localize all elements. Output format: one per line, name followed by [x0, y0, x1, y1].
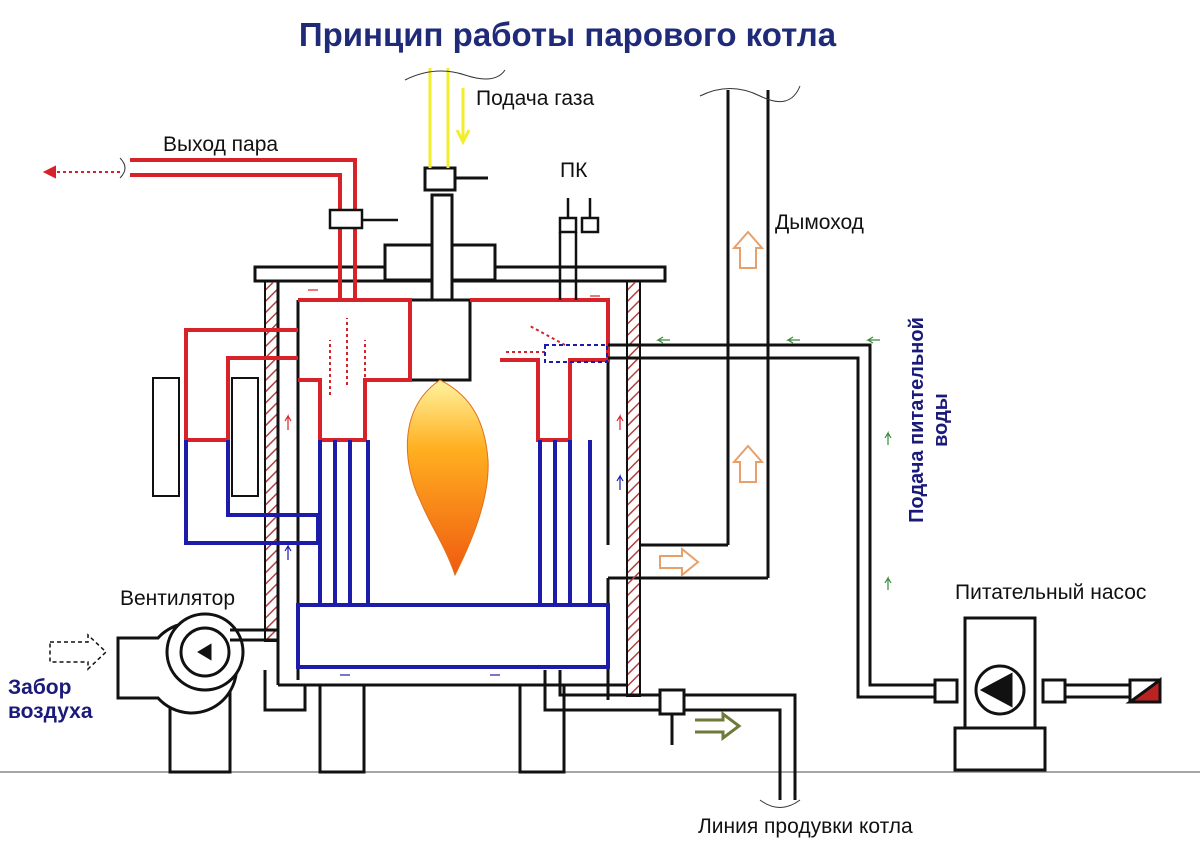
steam-out-label: Выход пара [163, 133, 279, 156]
blowdown-label: Линия продувки котла [698, 815, 913, 838]
insulation-right [626, 280, 641, 697]
pump-icon [933, 616, 1162, 772]
fan-icon [116, 612, 245, 774]
fan-label: Вентилятор [120, 587, 235, 610]
gas-supply-label: Подача газа [476, 87, 595, 110]
chimney-label: Дымоход [775, 211, 864, 234]
boiler-legs [318, 683, 566, 774]
blowdown-arrow [695, 711, 742, 741]
steam-drum [130, 158, 610, 442]
side-fins [152, 377, 259, 497]
steam-out-arrow [42, 165, 120, 179]
feedwater-inlet [544, 344, 608, 363]
feedwater-label-line1: Подача питательной [906, 317, 928, 523]
air-intake-label: Забор воздуха [8, 676, 93, 724]
feedwater-pipe [608, 343, 1130, 699]
burner [383, 166, 497, 382]
air-intake-arrow [49, 633, 108, 671]
feed-pump-label: Питательный насос [955, 581, 1147, 604]
safety-valve-label: ПК [560, 159, 588, 182]
air-duct [230, 628, 307, 712]
steam-flow-arrows [329, 318, 566, 395]
page-title: Принцип работы парового котла [298, 16, 837, 53]
blowdown-pipe [543, 670, 797, 800]
water-flow-arrows [284, 473, 624, 676]
safety-valve [558, 198, 600, 300]
insulation-left [264, 280, 279, 642]
gas-pipe [428, 68, 471, 168]
flue-arrows [659, 230, 765, 578]
air-intake-label-line2: воздуха [8, 700, 93, 724]
air-flow-arrows [284, 289, 624, 430]
air-intake-label-line1: Забор [8, 676, 72, 699]
valve-icon [328, 208, 398, 230]
feedwater-green-arrows [655, 336, 892, 590]
flame-icon [406, 379, 489, 577]
feedwater-label-line2: воды [930, 393, 952, 447]
water-circuit [184, 440, 610, 669]
feedwater-label: Подача питательной воды [905, 300, 953, 540]
